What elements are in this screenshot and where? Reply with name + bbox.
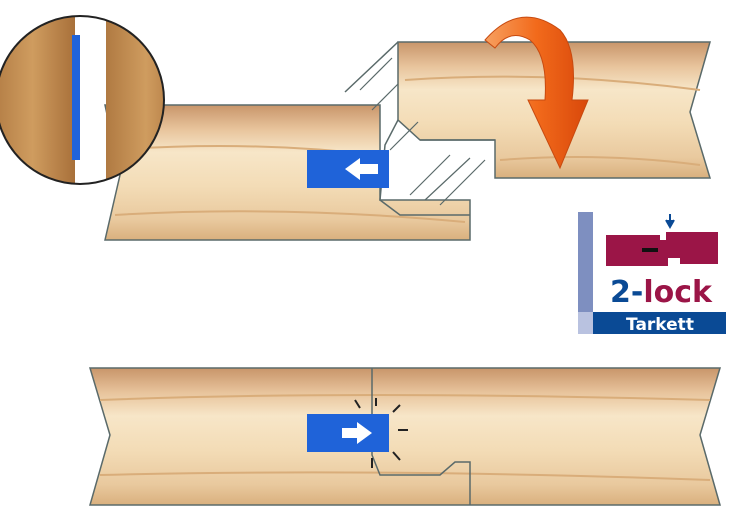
push-tab-bottom [307,398,408,468]
logo-brand: Tarkett [626,315,694,335]
plank-bottom-joined [88,367,722,506]
push-tab-top [307,150,389,188]
logo-word: lock [643,275,713,310]
logo-number: 2- [610,275,643,310]
joint-profile-outline [344,41,495,216]
click-lines [354,398,408,468]
hatching [359,57,486,206]
plank-left-top [104,104,471,241]
2lock-tarkett-logo: 2-lock Tarkett [578,212,726,335]
rotate-down-arrow-icon [484,16,589,170]
svg-text:2-lock: 2-lock [610,275,713,310]
